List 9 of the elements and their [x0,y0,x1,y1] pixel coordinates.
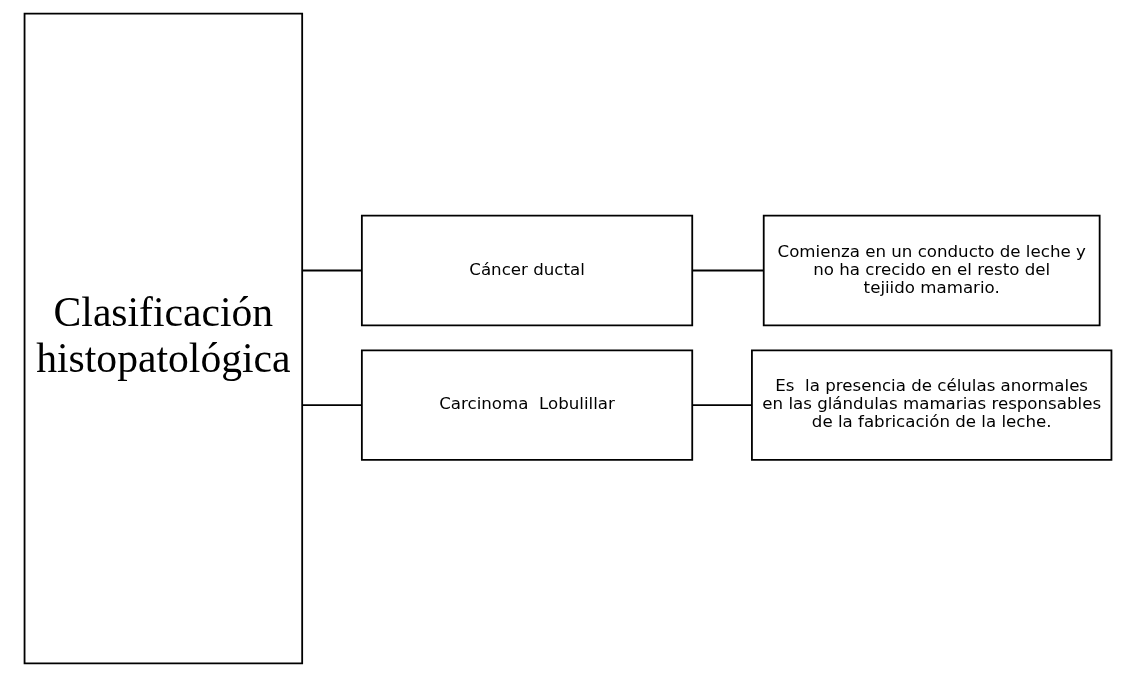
node-box: Comienza en un conducto de leche y no ha crecido en el resto del tejiido mamario. [762,214,1101,327]
connector [691,269,765,272]
connector [301,404,363,407]
node-box: Clasificación histopatológica [23,12,304,665]
node-box: Es la presencia de células anormales en las glándulas mamarias responsables de la fabricación de la leche. [751,349,1113,461]
node-box: Cáncer ductal [360,214,694,327]
connector [301,269,363,272]
connector [691,404,753,407]
node-box: Carcinoma Lobulillar [360,349,694,461]
